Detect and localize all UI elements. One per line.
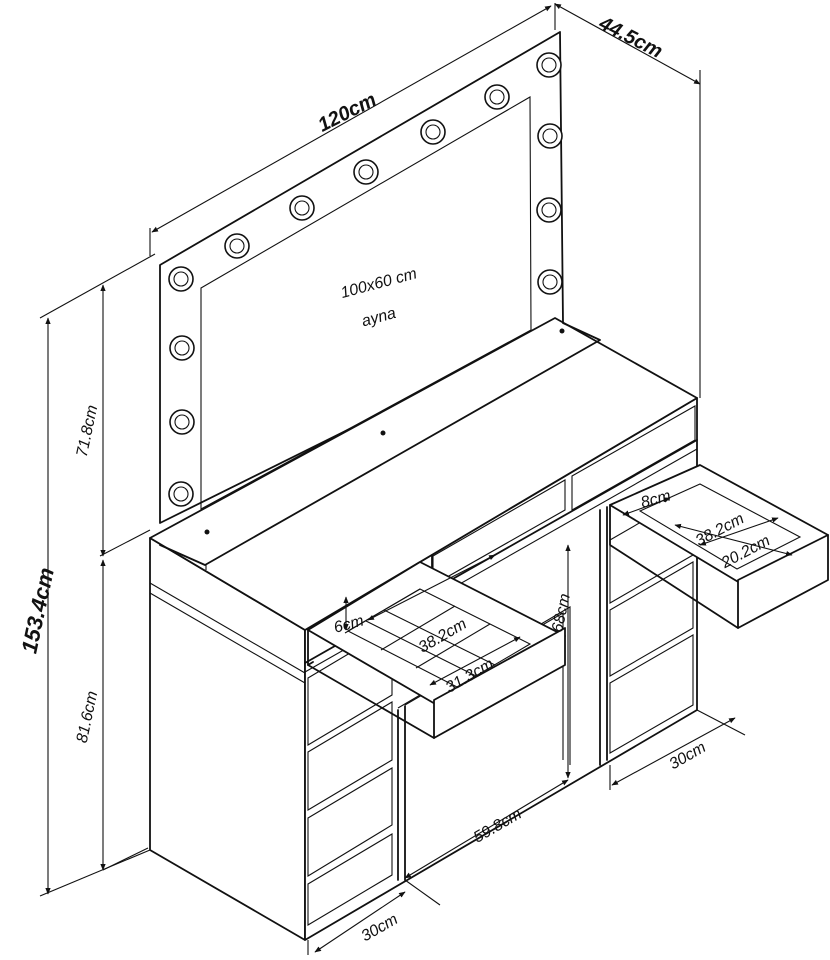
depth-total-label: 44.5cm: [595, 12, 666, 63]
bulb-icon: [169, 335, 195, 361]
bulb-icon: [169, 409, 195, 435]
bulb-icon: [168, 481, 194, 507]
mirror-height-label: 71.8cm: [74, 404, 102, 459]
left-unit-width-label: 30cm: [359, 911, 401, 945]
bulb-icon: [289, 195, 315, 221]
bulb-icon: [537, 269, 563, 295]
height-total-label: 153.4cm: [16, 565, 59, 655]
table-height-label: 81.6cm: [74, 690, 102, 745]
bulb-icon: [224, 233, 250, 259]
bulb-icon: [536, 52, 562, 78]
bulb-icon: [484, 84, 510, 110]
bulb-icon: [168, 266, 194, 292]
bulb-icon: [353, 159, 379, 185]
dimension-lines: [39, 3, 793, 955]
width-total-label: 120cm: [315, 89, 380, 137]
bulb-icon: [536, 197, 562, 223]
bulb-icon: [537, 123, 563, 149]
bulb-icon: [420, 119, 446, 145]
